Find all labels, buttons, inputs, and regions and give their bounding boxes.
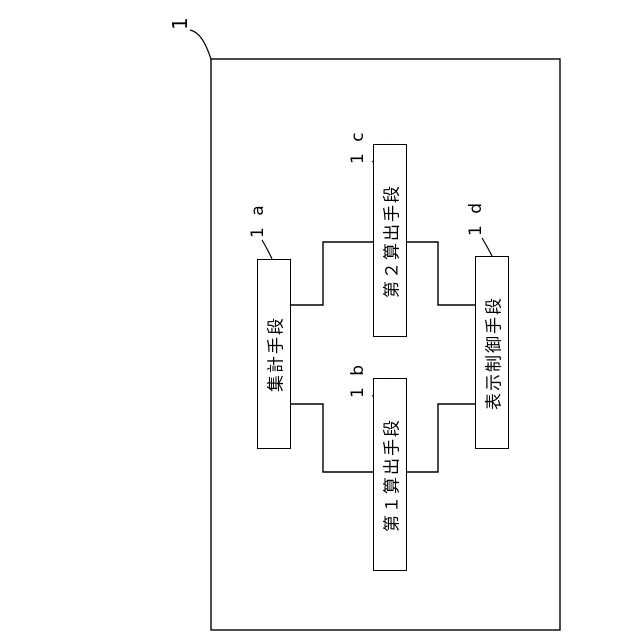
calc1-label: 第１算出手段 <box>378 418 403 532</box>
display-control-block: 表示制御手段 <box>475 256 509 449</box>
connector-agg-calc2 <box>291 242 373 305</box>
leader-line-1a <box>262 240 272 259</box>
calc2-label: 第２算出手段 <box>378 184 403 298</box>
display-control-label: 表示制御手段 <box>480 296 505 410</box>
calc1-block: 第１算出手段 <box>373 378 407 571</box>
connector-agg-calc1 <box>291 404 373 472</box>
aggregation-label: 集計手段 <box>262 316 287 392</box>
ref-label-1a: 1 a <box>248 202 268 238</box>
ref-label-main: 1 <box>168 14 192 30</box>
connector-calc1-display <box>407 404 475 472</box>
ref-label-1d: 1 d <box>466 200 486 236</box>
ref-label-1c: 1 c <box>348 129 368 164</box>
ref-label-1b: 1 b <box>348 362 368 398</box>
leader-line-1d <box>482 238 492 256</box>
aggregation-block: 集計手段 <box>257 259 291 449</box>
connector-calc2-display <box>407 242 475 305</box>
calc2-block: 第２算出手段 <box>373 144 407 337</box>
leader-line-1 <box>190 30 211 59</box>
